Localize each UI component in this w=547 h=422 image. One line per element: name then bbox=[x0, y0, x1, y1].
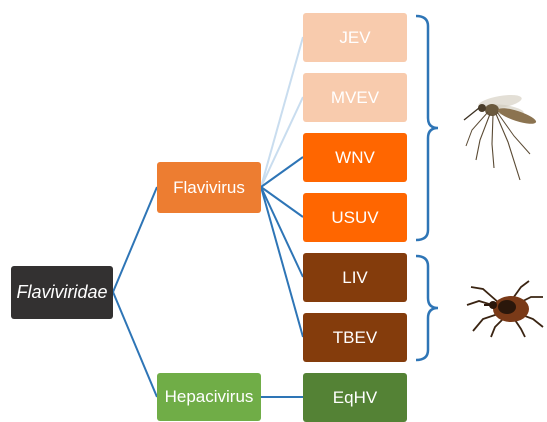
mosquito-icon bbox=[463, 94, 537, 181]
virus-node-tbev: TBEV bbox=[303, 313, 407, 362]
link-flavivirus-mvev bbox=[260, 96, 304, 188]
virus-node-mvev: MVEV bbox=[303, 73, 407, 122]
root-node-flaviviridae: Flaviviridae bbox=[11, 266, 113, 319]
link-flavivirus-liv bbox=[260, 186, 304, 278]
virus-node-wnv: WNV bbox=[303, 133, 407, 182]
link-root-hepacivirus bbox=[112, 291, 158, 398]
virus-node-jev: JEV bbox=[303, 13, 407, 62]
link-root-flavivirus bbox=[112, 186, 158, 293]
link-flavivirus-wnv bbox=[260, 156, 304, 188]
virus-node-eqhv: EqHV bbox=[303, 373, 407, 422]
genus-node-flavivirus: Flavivirus bbox=[157, 162, 261, 213]
virus-node-liv: LIV bbox=[303, 253, 407, 302]
tick-icon bbox=[466, 280, 544, 338]
bracket-mosquito-group bbox=[415, 14, 439, 242]
genus-node-hepacivirus: Hepacivirus bbox=[157, 373, 261, 421]
bracket-tick-group bbox=[415, 254, 439, 362]
virus-node-usuv: USUV bbox=[303, 193, 407, 242]
link-flavivirus-tbev bbox=[260, 186, 304, 338]
link-flavivirus-jev bbox=[260, 36, 304, 188]
link-flavivirus-usuv bbox=[260, 186, 304, 218]
